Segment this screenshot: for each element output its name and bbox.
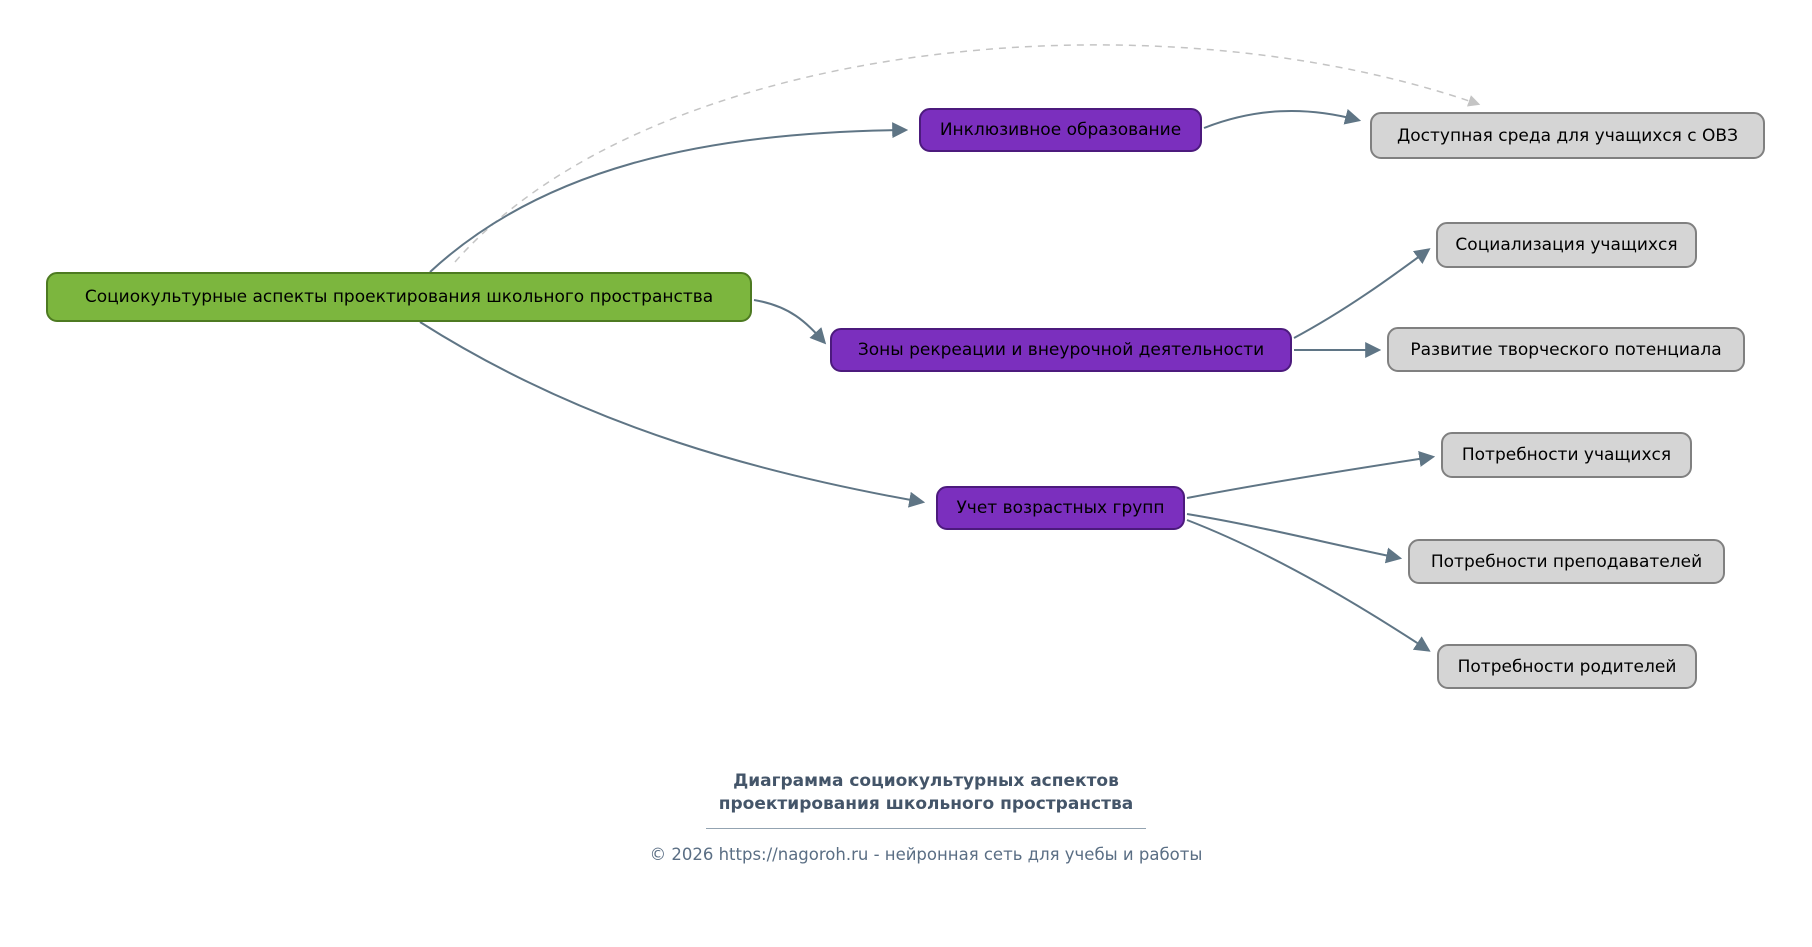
node-recreation-zones: Зоны рекреации и внеурочной деятельности: [830, 328, 1292, 372]
node-accessible-environment: Доступная среда для учащихся с ОВЗ: [1370, 112, 1765, 159]
node-creative-potential: Развитие творческого потенциала: [1387, 327, 1745, 372]
caption-title-line1: Диаграмма социокультурных аспектов: [733, 771, 1119, 791]
caption-copyright: © 2026 https://nagoroh.ru - нейронная се…: [649, 845, 1203, 864]
node-parent-needs: Потребности родителей: [1437, 644, 1697, 689]
edge-age-groups-to-teacher-needs: [1186, 513, 1403, 564]
edge-dashed-root-to-accessible-environment: [454, 44, 1481, 263]
caption-divider: [706, 828, 1146, 829]
node-inclusive-education: Инклюзивное образование: [919, 108, 1202, 152]
node-age-groups: Учет возрастных групп: [936, 486, 1185, 530]
node-root: Социокультурные аспекты проектирования ш…: [46, 272, 752, 322]
node-student-needs: Потребности учащихся: [1441, 432, 1692, 478]
edge-root-to-inclusive-education: [429, 122, 909, 273]
node-socialization: Социализация учащихся: [1436, 222, 1697, 268]
edge-inclusive-education-to-accessible-environment: [1203, 108, 1362, 129]
edge-age-groups-to-student-needs: [1186, 451, 1436, 499]
caption-title-line2: проектирования школьного пространства: [718, 794, 1134, 814]
edge-age-groups-to-parent-needs: [1186, 519, 1431, 652]
caption: Диаграмма социокультурных аспектов проек…: [556, 770, 1296, 864]
edge-recreation-zones-to-socialization: [1293, 248, 1431, 339]
edge-root-to-age-groups: [419, 321, 926, 508]
node-teacher-needs: Потребности преподавателей: [1408, 539, 1725, 584]
edge-root-to-recreation-zones: [753, 299, 827, 345]
